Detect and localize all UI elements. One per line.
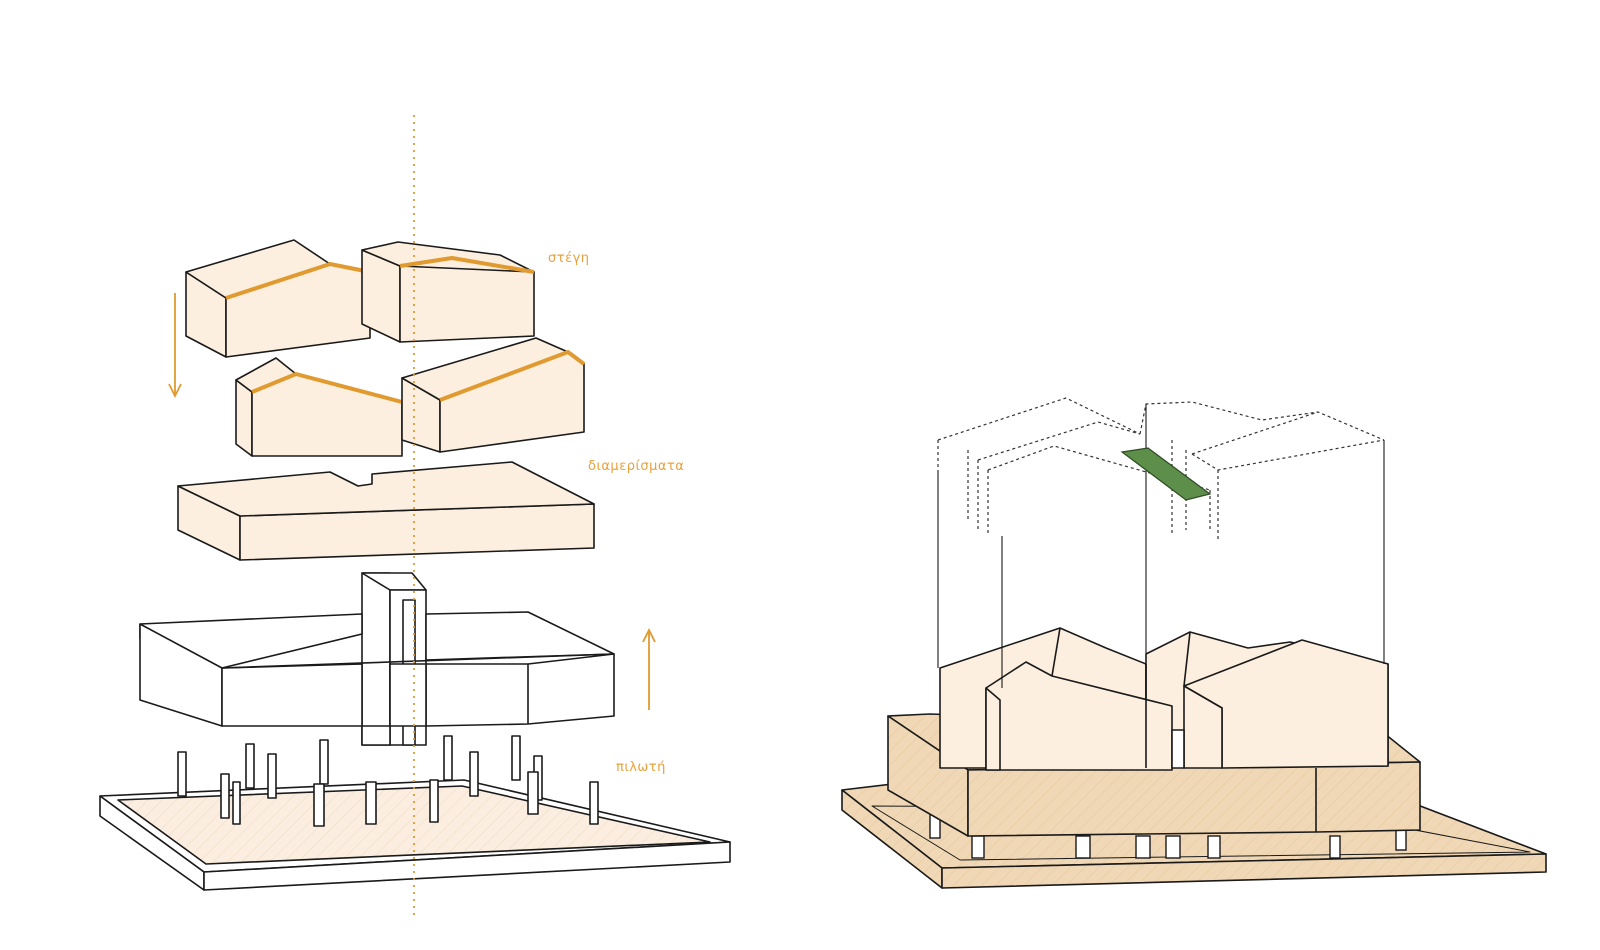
green-roof-patch: [1120, 447, 1212, 501]
roof-wireframe: [937, 397, 1385, 540]
roof-block-a: [185, 239, 371, 358]
roof-block-d: [401, 337, 586, 453]
pilotis-label: πιλωτή: [616, 760, 666, 775]
arrow-down-icon: [168, 293, 182, 399]
assembled-housing: [939, 627, 1389, 771]
columns: [177, 735, 599, 827]
roof-block-c: [235, 357, 403, 457]
arrow-up-icon: [642, 627, 656, 710]
roof-volumes: [185, 239, 586, 457]
roof-label: στέγη: [548, 251, 590, 266]
pilotis-base: [99, 735, 731, 891]
apartments-label: διαμερίσματα: [588, 459, 685, 474]
apartments-slab: [177, 461, 595, 561]
projection-lines: [937, 404, 1385, 688]
assembled-axonometric: [841, 397, 1547, 889]
exploded-axonometric: [99, 115, 731, 915]
frame-core: [139, 572, 615, 746]
roof-block-b: [361, 241, 535, 343]
assembled-columns: [929, 811, 1407, 859]
